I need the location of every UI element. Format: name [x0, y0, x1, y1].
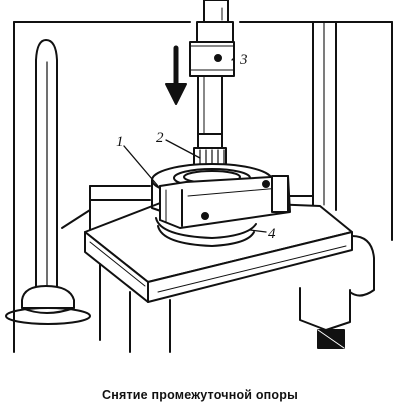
press-right-column — [312, 21, 337, 211]
pusher-rod — [197, 75, 223, 149]
callout-leader-lines — [123, 57, 267, 233]
callout-2: 2 — [156, 130, 164, 146]
press-table-plate — [84, 199, 353, 303]
figure-caption: Снятие промежуточной опоры — [102, 388, 298, 402]
clamp-bracket — [159, 175, 291, 229]
press-removal-illustration: 1 2 3 4 — [5, 0, 393, 353]
press-table-support — [99, 235, 375, 353]
callout-1: 1 — [116, 134, 124, 150]
press-ram — [189, 0, 235, 77]
callout-4: 4 — [268, 226, 276, 242]
frame-border — [13, 21, 393, 353]
lower-ring — [155, 217, 257, 247]
callout-3: 3 — [239, 52, 248, 68]
press-left-column — [5, 39, 91, 325]
press-direction-arrow — [165, 45, 187, 105]
press-drawing: 1 2 3 4 — [5, 0, 393, 353]
